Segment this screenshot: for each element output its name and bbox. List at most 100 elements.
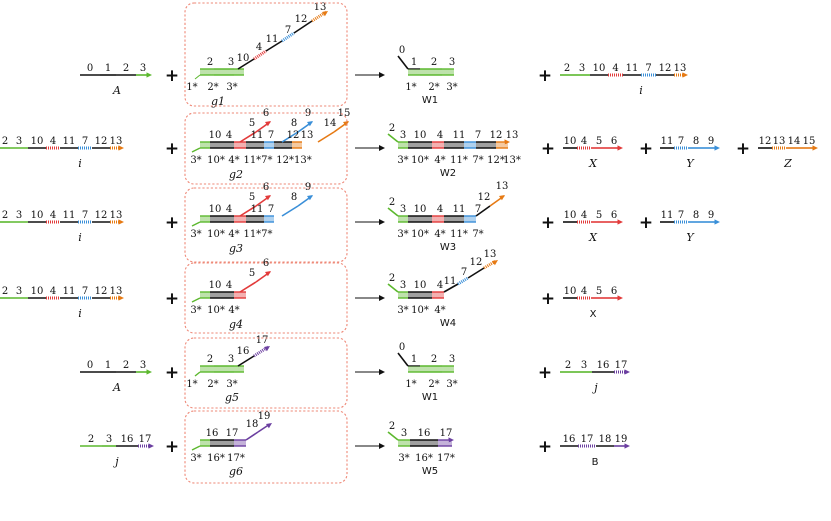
domain-label: 10 [237, 53, 250, 64]
3-prime-arrowhead [148, 443, 154, 449]
reaction-arrow-head [379, 295, 385, 301]
domain-label: 3 [581, 360, 587, 371]
domain-label: 19 [615, 434, 628, 445]
toehold-segment [311, 10, 327, 23]
domain-label: 11 [626, 63, 639, 74]
domain-label: 13 [506, 130, 519, 141]
strand-segment [239, 205, 257, 217]
domain-label: 6 [611, 210, 617, 221]
3-prime-arrowhead [264, 271, 271, 277]
domain-label: 11 [63, 136, 76, 147]
domain-label: 3* [446, 82, 457, 93]
reaction-arrow-head [379, 369, 385, 375]
domain-label: 4 [612, 63, 618, 74]
domain-label: 2 [123, 63, 129, 74]
domain-label: 4 [50, 210, 56, 221]
domain-label: 10* [411, 305, 429, 316]
3-prime-arrowhead [118, 145, 124, 151]
strand-segment [475, 205, 491, 217]
domain-label: 1* [405, 379, 416, 390]
domain-label: 4 [437, 130, 443, 141]
3-prime-arrowhead [264, 195, 271, 201]
input-strand-label: A [112, 381, 121, 394]
domain-label: 10 [31, 286, 44, 297]
input-strand-label: i [78, 307, 82, 320]
domain-label: 7 [461, 267, 467, 278]
domain-label: 7 [82, 136, 88, 147]
domain-label: 3 [400, 204, 406, 215]
domain-label: 12 [95, 136, 108, 147]
domain-label: 3 [449, 354, 455, 365]
3-prime-arrowhead [118, 295, 124, 301]
domain-label: 13 [484, 249, 497, 260]
domain-label: 11 [453, 130, 466, 141]
domain-label: 3* [190, 155, 201, 166]
strand-segment [467, 267, 485, 279]
domain-label: 3* [226, 379, 237, 390]
domain-label: 16* [207, 453, 225, 464]
domain-label: 1 [105, 63, 111, 74]
domain-label: 4 [226, 130, 232, 141]
plus-sign: + [639, 213, 653, 233]
domain-label: 3* [397, 305, 408, 316]
output-strand-label: j [591, 381, 598, 394]
reaction-arrow [355, 145, 385, 151]
domain-label: 1* [186, 82, 197, 93]
strand-stub [191, 445, 201, 451]
domain-label: 17 [440, 428, 453, 439]
output-strand-label: X [588, 157, 598, 170]
toehold-segment [253, 345, 269, 358]
domain-label: 3 [228, 57, 234, 68]
3-prime-arrowhead [265, 423, 272, 429]
domain-label: 13* [503, 155, 521, 166]
reaction-arrow-head [379, 72, 385, 78]
domain-label: 16 [237, 346, 250, 357]
gate-box-g6 [184, 410, 348, 484]
toehold-segment [483, 259, 497, 270]
domain-label: 15 [803, 136, 816, 147]
domain-label: 3 [16, 210, 22, 221]
output-strand-label: Y [686, 231, 695, 244]
domain-label: 17 [226, 428, 239, 439]
domain-label: 2 [2, 210, 8, 221]
strand-segment [239, 131, 257, 143]
domain-label: 3* [446, 379, 457, 390]
strand-segment [237, 355, 255, 367]
domain-label: 11*7* [243, 229, 272, 240]
domain-label: 2 [207, 57, 213, 68]
domain-label: 1* [405, 82, 416, 93]
domain-label: 10 [209, 130, 222, 141]
domain-label: 12 [95, 210, 108, 221]
gate-label: g6 [229, 465, 243, 478]
input-strand-label: A [112, 84, 121, 97]
domain-label: 19 [258, 411, 271, 422]
domain-label: 2* [428, 82, 439, 93]
domain-label: 12 [478, 192, 491, 203]
strand-segment [281, 205, 299, 217]
3-prime-arrowhead [146, 369, 152, 375]
domain-label: 11 [251, 130, 264, 141]
strand-segment [397, 352, 409, 367]
domain-label: 0 [87, 360, 93, 371]
domain-label: 4* [228, 229, 239, 240]
domain-label: 13 [110, 286, 123, 297]
3-prime-arrowhead [504, 139, 510, 145]
domain-label: 2 [565, 360, 571, 371]
domain-label: 7* [472, 155, 483, 166]
domain-label: 3* [190, 305, 201, 316]
strand-segment [245, 431, 259, 441]
domain-label: 14 [788, 136, 801, 147]
plus-sign: + [538, 437, 552, 457]
domain-label: 3 [579, 63, 585, 74]
output-strand-label: X [588, 231, 598, 244]
waste-label: W2 [440, 168, 456, 179]
domain-label: 3 [401, 428, 407, 439]
strand-segment [239, 281, 257, 293]
domain-label: 13 [773, 136, 786, 147]
strand-stub [194, 371, 201, 377]
